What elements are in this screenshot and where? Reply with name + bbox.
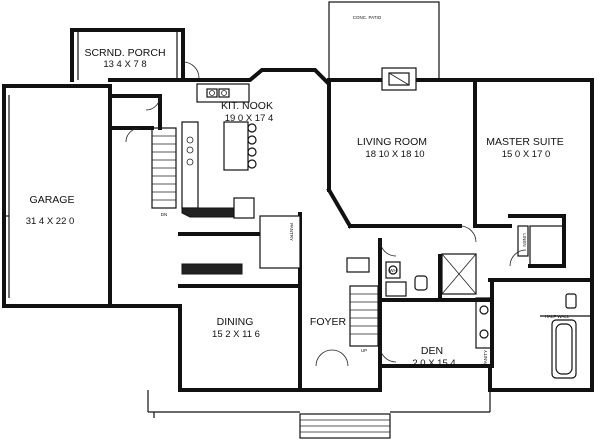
living-room xyxy=(348,78,477,243)
wh-label: WH xyxy=(389,268,397,273)
screened-porch xyxy=(70,28,200,82)
front-porch xyxy=(147,390,491,439)
den-name: DEN xyxy=(421,345,443,357)
up-label: UP xyxy=(361,348,367,353)
kitnook-name: KIT. NOOK xyxy=(221,100,273,112)
living-name: LIVING ROOM xyxy=(357,136,427,148)
dining-size: 15 2 X 11 6 xyxy=(212,329,260,340)
kitchen xyxy=(181,82,353,229)
garage-size: 31 4 X 22 0 xyxy=(26,216,75,227)
dn-label: DN xyxy=(161,212,168,217)
mudroom xyxy=(108,94,162,130)
den-size: 2 0 X 15 4 xyxy=(412,358,455,369)
house-outline xyxy=(108,68,594,392)
half-wall-label: HALF WALL xyxy=(545,314,570,319)
master-size: 15 0 X 17 0 xyxy=(502,149,551,160)
master-name: MASTER SUITE xyxy=(486,136,564,148)
garage xyxy=(2,84,182,308)
porch-name: SCRND. PORCH xyxy=(84,47,165,59)
fireplace xyxy=(381,67,417,91)
living-size: 18 10 X 18 10 xyxy=(365,149,424,160)
kitnook-size: 19 0 X 17 4 xyxy=(225,113,274,124)
dining-name: DINING xyxy=(217,316,254,328)
center-core xyxy=(346,238,477,302)
foyer xyxy=(315,285,397,368)
patio-label: CONC. PATIO xyxy=(353,15,382,20)
garage-stairs xyxy=(110,126,177,209)
foyer-name: FOYER xyxy=(310,316,347,328)
porch-size: 13 4 X 7 8 xyxy=(103,59,146,70)
vanity-label: VANITY xyxy=(483,350,488,366)
pantry-label: PANTRY xyxy=(289,223,294,241)
master-suite xyxy=(474,214,594,379)
dining xyxy=(178,212,302,392)
linen-label: LINEN xyxy=(522,233,527,246)
garage-name: GARAGE xyxy=(30,194,75,206)
